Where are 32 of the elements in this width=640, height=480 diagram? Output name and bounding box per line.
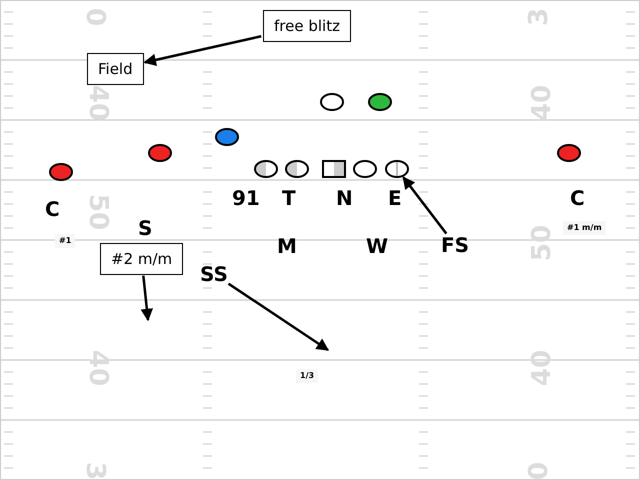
- arrow: [140, 276, 154, 322]
- player-marker: [368, 93, 392, 111]
- player-marker: [49, 163, 73, 181]
- assignment-note: #1: [55, 234, 76, 248]
- arrow: [228, 282, 330, 352]
- player-letter: SS: [200, 263, 228, 285]
- player-marker: [385, 160, 409, 178]
- assignment-note: #1 m/m: [563, 221, 606, 235]
- note-box: Field: [87, 53, 144, 85]
- player-letter: T: [282, 187, 296, 209]
- arrow: [402, 176, 448, 234]
- player-marker: [557, 144, 581, 162]
- player-marker: [254, 160, 278, 178]
- player-letter: N: [336, 187, 353, 209]
- player-marker: [353, 160, 377, 178]
- player-letter: S: [138, 217, 152, 239]
- note-box: #2 m/m: [100, 243, 184, 275]
- player-marker: [148, 144, 172, 162]
- arrow: [144, 35, 262, 66]
- center-marker: [322, 160, 346, 178]
- player-marker: [320, 93, 344, 111]
- player-letter: FS: [441, 234, 470, 256]
- player-letter: 91: [232, 187, 260, 209]
- player-letter: W: [366, 235, 388, 257]
- player-marker: [215, 128, 239, 146]
- player-letter: E: [388, 187, 402, 209]
- note-box: free blitz: [263, 10, 351, 42]
- player-marker: [285, 160, 309, 178]
- player-letter: M: [277, 235, 297, 257]
- player-letter: C: [570, 187, 585, 209]
- player-letter: C: [45, 198, 60, 220]
- assignment-note: 1/3: [296, 369, 318, 383]
